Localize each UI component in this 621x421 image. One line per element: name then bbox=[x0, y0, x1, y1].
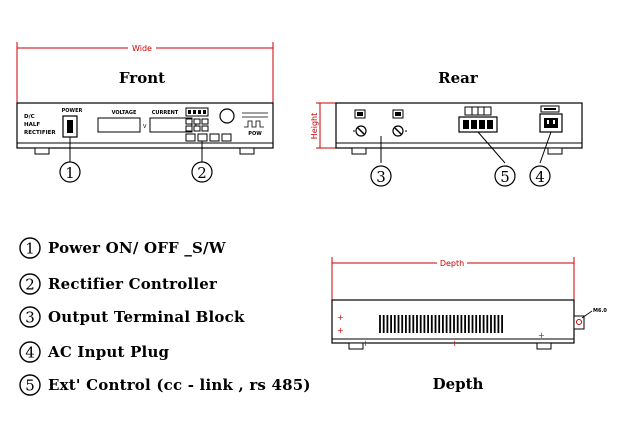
current-display bbox=[149, 117, 193, 133]
controller-buttons bbox=[185, 107, 232, 142]
legend-circle-1: 1 bbox=[19, 237, 41, 259]
callout-num-4: 4 bbox=[535, 168, 545, 186]
height-label: Height bbox=[310, 113, 319, 139]
depth-dim-label: Depth bbox=[440, 259, 464, 268]
svg-text:3: 3 bbox=[25, 309, 35, 327]
legend-text-4: AC Input Plug bbox=[48, 343, 170, 361]
rear-foot-left bbox=[351, 147, 367, 155]
front-view: Wide Front D/C HALF RECTIFIER POWER VOLT… bbox=[16, 42, 274, 162]
svg-text:4: 4 bbox=[25, 344, 35, 362]
panel-label-line2: HALF bbox=[24, 122, 40, 128]
ctrl-btn-f[interactable] bbox=[201, 125, 209, 132]
rear-foot-right bbox=[547, 147, 563, 155]
rear-view: Rear Height bbox=[310, 69, 583, 164]
callout-circle-4 bbox=[529, 165, 551, 187]
svg-text:1: 1 bbox=[25, 240, 35, 258]
svg-text:5: 5 bbox=[25, 377, 35, 395]
ctrl-btn-j[interactable] bbox=[221, 133, 232, 142]
rear-title: Rear bbox=[438, 69, 479, 87]
legend-text-2: Rectifier Controller bbox=[48, 275, 218, 293]
legend-item-3: 3 Output Terminal Block bbox=[18, 305, 348, 331]
voltage-unit: V bbox=[143, 124, 147, 130]
legend-item-4: 4 AC Input Plug bbox=[18, 340, 348, 366]
ctrl-btn-h[interactable] bbox=[197, 133, 208, 142]
screw-mark-4: + bbox=[451, 339, 458, 348]
svg-text:2: 2 bbox=[25, 276, 35, 294]
screw-mark-5: + bbox=[538, 331, 545, 340]
legend-circle-4: 4 bbox=[19, 341, 41, 363]
legend-item-5: 5 Ext' Control (cc - link , rs 485) bbox=[18, 373, 348, 399]
legend-circle-3: 3 bbox=[19, 306, 41, 328]
indicator-row bbox=[185, 107, 209, 117]
front-foot-left bbox=[34, 147, 50, 155]
wide-label-bg bbox=[128, 43, 156, 53]
power-label: POWER bbox=[62, 108, 83, 114]
depth-label-bg bbox=[437, 258, 467, 268]
depth-view: Depth + + + + + M6.0 Depth bbox=[331, 257, 607, 393]
legend-text-1: Power ON/ OFF _S/W bbox=[48, 239, 226, 257]
ctrl-btn-i[interactable] bbox=[209, 133, 220, 142]
legend-item-1: 1 Power ON/ OFF _S/W bbox=[18, 236, 348, 262]
callout-circle-5 bbox=[494, 165, 516, 187]
callout-5-leader bbox=[477, 131, 506, 164]
ctrl-btn-d[interactable] bbox=[185, 125, 193, 132]
legend-text-3: Output Terminal Block bbox=[48, 308, 245, 326]
callout-num-3: 3 bbox=[376, 168, 386, 186]
callout-num-1: 1 bbox=[65, 164, 75, 182]
voltage-display bbox=[97, 117, 141, 133]
callout-num-2: 2 bbox=[197, 164, 207, 182]
side-label: M6.0 bbox=[593, 308, 607, 314]
depth-title: Depth bbox=[433, 375, 484, 393]
front-title: Front bbox=[119, 69, 165, 87]
front-foot-right bbox=[239, 147, 255, 155]
callout-circle-2 bbox=[191, 161, 213, 183]
side-label-leader bbox=[581, 310, 593, 319]
power-switch-rocker bbox=[67, 120, 73, 133]
side-foot-right bbox=[536, 342, 552, 350]
ctrl-btn-b[interactable] bbox=[193, 118, 201, 125]
waveform-icon bbox=[244, 120, 264, 128]
voltage-label: VOLTAGE bbox=[112, 110, 137, 116]
side-foot-left bbox=[348, 342, 364, 350]
callout-4-leader bbox=[539, 131, 552, 164]
callout-circles: 1 2 3 5 4 bbox=[59, 161, 551, 187]
callout-circle-1 bbox=[59, 161, 81, 183]
legend-item-2: 2 Rectifier Controller bbox=[18, 272, 348, 298]
panel-label-line1: D/C bbox=[24, 114, 35, 120]
callout-num-5: 5 bbox=[500, 168, 510, 186]
ctrl-btn-g[interactable] bbox=[185, 133, 196, 142]
pow-label: POW bbox=[248, 131, 262, 137]
screw-mark-1: + bbox=[337, 313, 344, 322]
ctrl-btn-c[interactable] bbox=[201, 118, 209, 125]
legend-circle-2: 2 bbox=[19, 273, 41, 295]
legend-text-5: Ext' Control (cc - link , rs 485) bbox=[48, 376, 311, 394]
wide-label: Wide bbox=[132, 44, 152, 53]
side-bolt bbox=[576, 319, 582, 325]
current-label: CURRENT bbox=[152, 110, 179, 116]
adjust-knob[interactable] bbox=[219, 108, 235, 124]
ventilation-slots bbox=[379, 315, 504, 333]
callout-circle-3 bbox=[370, 165, 392, 187]
ctrl-btn-e[interactable] bbox=[193, 125, 201, 132]
screw-mark-3: + bbox=[362, 339, 369, 348]
screw-mark-2: + bbox=[337, 326, 344, 335]
legend-circle-5: 5 bbox=[19, 374, 41, 396]
ctrl-btn-a[interactable] bbox=[185, 118, 193, 125]
panel-label-line3: RECTIFIER bbox=[24, 130, 56, 136]
